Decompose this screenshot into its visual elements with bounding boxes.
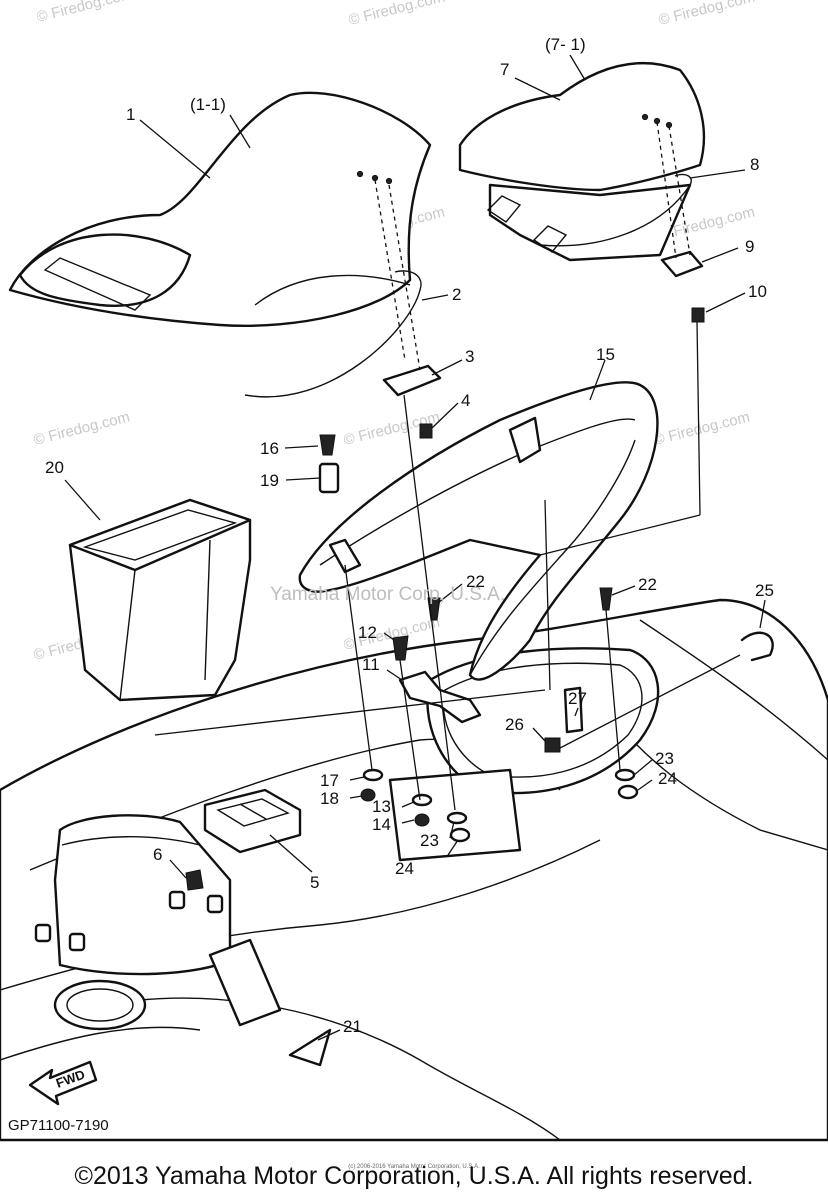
callout-labels: 1 (1-1) 2 3 4 5 6 7 (7- 1) 8 9 10 11 12 … <box>45 35 774 1036</box>
exploded-view-drawing: © Firedog.com © Firedog.com © Firedog.co… <box>0 0 828 1142</box>
watermark: © Firedog.com <box>347 0 447 29</box>
part-14-nut <box>414 813 430 827</box>
callout-1: 1 <box>126 105 135 124</box>
callout-24: 24 <box>395 859 414 878</box>
callout-2: 2 <box>452 285 461 304</box>
callout-23: 23 <box>655 749 674 768</box>
callout-12: 12 <box>358 623 377 642</box>
part-24-washer <box>617 784 639 800</box>
part-15-seat-base <box>298 381 659 681</box>
part-19-cap <box>318 462 340 494</box>
callout-25: 25 <box>755 581 774 600</box>
callout-15: 15 <box>596 345 615 364</box>
diagram-code: GP71100-7190 <box>8 1117 109 1134</box>
watermark: © Firedog.com <box>35 0 135 26</box>
callout-16: 16 <box>260 439 279 458</box>
callout-24: 24 <box>658 769 677 788</box>
part-18-nut <box>360 788 376 802</box>
part-5-tray <box>203 788 302 854</box>
part-26-nut <box>544 737 561 753</box>
part-20-basket <box>68 498 252 702</box>
part-13-washer <box>411 793 433 807</box>
part-24-washer <box>449 827 471 843</box>
part-16-bolt <box>319 434 336 456</box>
fwd-arrow-icon: FWD <box>28 1060 98 1106</box>
center-watermark: Yamaha Motor Corp, U.S.A. <box>270 584 505 605</box>
callout-7-1: (7- 1) <box>545 35 586 54</box>
part-7-rear-seat <box>458 61 706 262</box>
callout-17: 17 <box>320 771 339 790</box>
part-6-screw <box>185 869 204 891</box>
callout-18: 18 <box>320 789 339 808</box>
callout-23: 23 <box>420 831 439 850</box>
callout-22: 22 <box>466 572 485 591</box>
part-3-bracket <box>382 364 442 397</box>
callout-3: 3 <box>465 347 474 366</box>
callout-19: 19 <box>260 471 279 490</box>
callout-10: 10 <box>748 282 767 301</box>
part-27-plate <box>563 686 584 734</box>
copyright-footer: ©2013 Yamaha Motor Corporation, U.S.A. A… <box>74 1162 754 1190</box>
callout-21: 21 <box>343 1017 362 1036</box>
part-22-screw <box>599 587 613 611</box>
part-2-seal <box>244 270 422 398</box>
callout-9: 9 <box>745 237 754 256</box>
hardware <box>185 250 774 891</box>
callout-26: 26 <box>505 715 524 734</box>
callout-6: 6 <box>153 845 162 864</box>
callout-4: 4 <box>461 391 470 410</box>
part-17-washer <box>362 768 384 782</box>
callout-27: 27 <box>568 689 587 708</box>
watermark: © Firedog.com <box>657 0 757 29</box>
callout-22: 22 <box>638 575 657 594</box>
leader-lines <box>64 54 766 1041</box>
part-23-washer <box>446 811 468 825</box>
part-4-nut <box>419 423 433 439</box>
part-9-bracket <box>660 250 704 278</box>
callout-7: 7 <box>500 60 509 79</box>
assembly-lines <box>154 121 741 811</box>
watermark: © Firedog.com <box>652 409 752 449</box>
callout-14: 14 <box>372 815 391 834</box>
fine-print: (c) 2006-2016 Yamaha Motor Corporation, … <box>348 1164 480 1170</box>
hull-deck: FWD <box>0 598 828 1142</box>
part-12-bolt <box>392 635 409 661</box>
part-11-bracket <box>398 670 482 724</box>
part-8-seal <box>539 173 692 247</box>
callout-1-1: (1-1) <box>190 95 226 114</box>
callout-8: 8 <box>750 155 759 174</box>
callout-13: 13 <box>372 797 391 816</box>
part-25-clip <box>740 631 774 662</box>
callout-5: 5 <box>310 873 319 892</box>
callout-11: 11 <box>362 655 380 674</box>
part-10-nut <box>691 307 705 323</box>
callout-20: 20 <box>45 458 64 477</box>
part-1-front-seat <box>8 91 432 327</box>
part-23-washer <box>614 768 636 782</box>
watermark: © Firedog.com <box>32 409 132 449</box>
